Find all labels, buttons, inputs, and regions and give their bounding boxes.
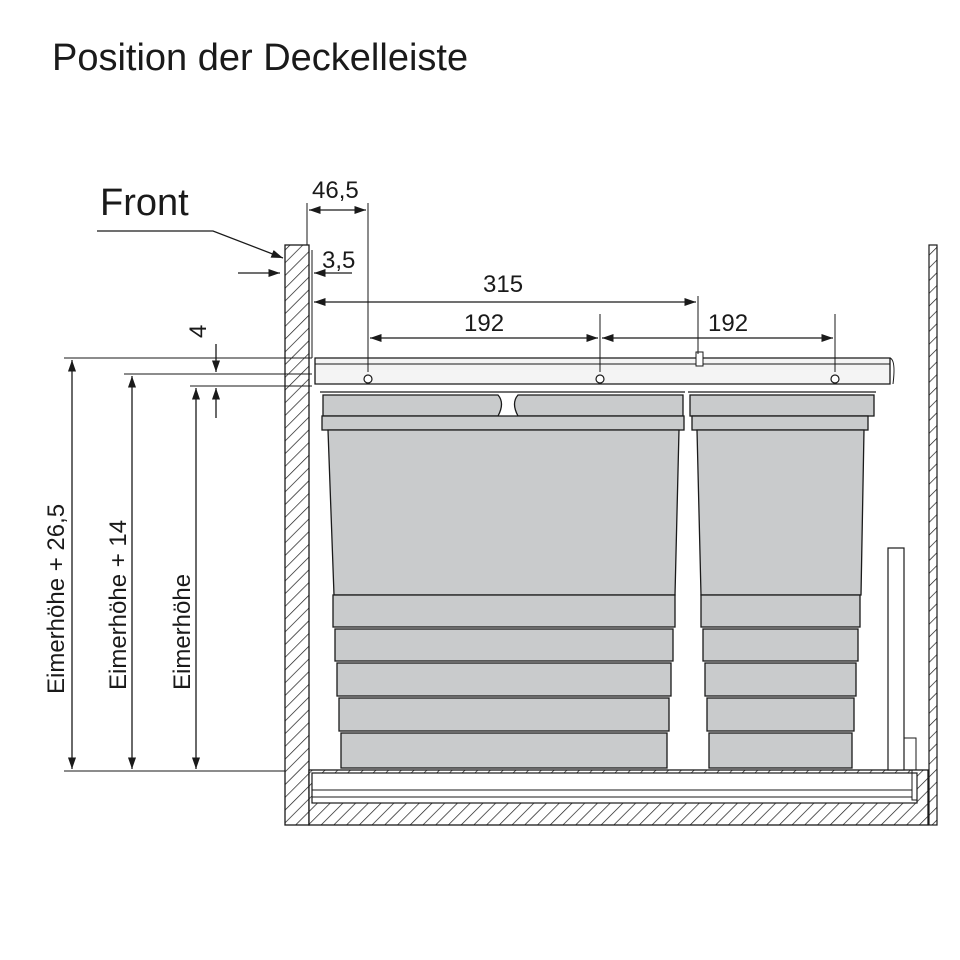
bucket-right [688, 391, 876, 769]
drawer-base-rail [311, 772, 918, 804]
dimension-315: 315 [314, 271, 699, 354]
dimension-46-5-label: 46,5 [312, 177, 359, 204]
dimension-192-right: 192 [602, 310, 836, 372]
dimension-192-right-label: 192 [708, 310, 748, 337]
dimension-315-label: 315 [483, 271, 523, 298]
dimension-3-5-label: 3,5 [322, 247, 355, 274]
height-plus-26-5-label: Eimerhöhe + 26,5 [43, 504, 70, 694]
dimension-192-left-label: 192 [464, 310, 504, 337]
diagram-title: Position der Deckelleiste [52, 37, 468, 79]
rear-panel [928, 244, 938, 826]
bucket-left [320, 391, 685, 769]
height-dimensions: Eimerhöhe + 26,5 Eimerhöhe + 14 Eimerhöh… [43, 357, 312, 772]
lid-bar [314, 351, 895, 385]
cabinet-structure [284, 244, 938, 826]
lid-hinge-point-1 [363, 374, 373, 384]
front-callout: Front [97, 182, 284, 259]
height-plus-14-label: Eimerhöhe + 14 [105, 520, 132, 690]
dimension-192-left: 192 [370, 310, 601, 372]
dimension-46-5: 46,5 [306, 177, 369, 372]
front-label: Front [100, 182, 189, 224]
drawer-rear-post [887, 547, 905, 771]
lid-hinge-point-3 [830, 374, 840, 384]
dimension-3-5: 3,5 [238, 247, 355, 358]
lid-hinge-point-2 [595, 374, 605, 384]
dimension-4-label: 4 [185, 325, 212, 338]
front-panel [284, 244, 310, 826]
dimension-4: 4 [185, 325, 312, 418]
height-label: Eimerhöhe [169, 574, 196, 690]
